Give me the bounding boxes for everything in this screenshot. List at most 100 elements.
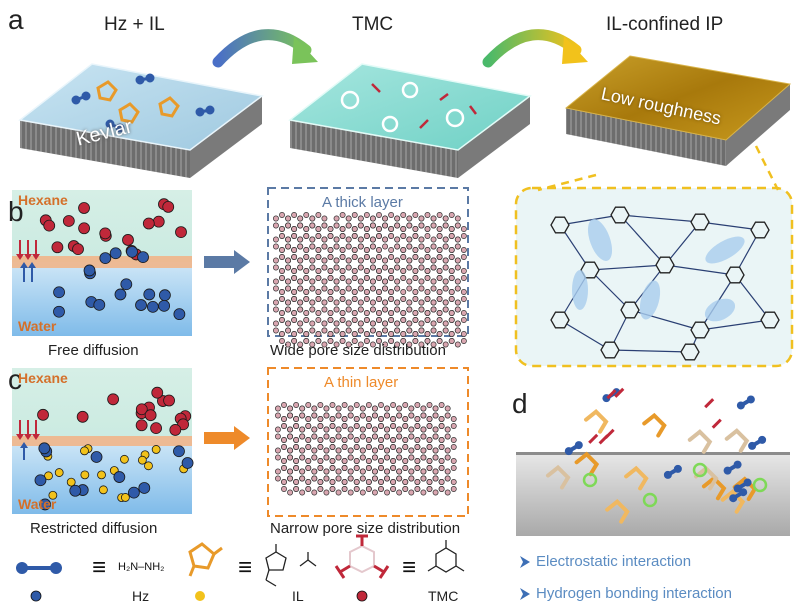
pore-node <box>345 320 352 327</box>
pore-node <box>382 327 389 334</box>
thick-pore-network <box>272 212 467 348</box>
pore-node <box>315 247 322 253</box>
pore-node <box>388 212 395 218</box>
pore-node <box>279 247 285 253</box>
pore-node <box>432 489 439 496</box>
il-dot <box>54 468 64 477</box>
pore-node <box>454 320 461 327</box>
pore-node <box>333 306 340 313</box>
tmc-fragment <box>711 418 722 429</box>
amide-link <box>664 221 701 266</box>
pore-node <box>408 489 415 496</box>
hz-dot <box>138 482 151 494</box>
pore-node <box>272 222 279 229</box>
pore-node <box>315 268 322 274</box>
hz-atom <box>736 401 745 410</box>
pore-node <box>400 226 407 232</box>
pore-node <box>442 257 449 264</box>
pore-node <box>444 489 451 496</box>
pore-node <box>311 405 318 412</box>
il-dot <box>120 454 129 464</box>
hz-dot <box>38 442 51 455</box>
il-dot <box>66 477 76 487</box>
pore-node <box>327 226 334 232</box>
pore-node <box>321 341 328 348</box>
pore-node <box>347 489 354 496</box>
pore-node <box>382 320 389 327</box>
pore-node <box>333 327 340 334</box>
pore-node <box>287 405 294 412</box>
pore-node <box>333 215 340 222</box>
pore-node <box>400 289 407 295</box>
amide-link <box>734 274 771 321</box>
pore-node <box>448 233 455 239</box>
pore-node <box>309 320 316 327</box>
pore-node <box>339 212 346 218</box>
amide-link <box>619 214 666 266</box>
legend-eq-il: ≡ <box>238 554 253 581</box>
pore-node <box>335 405 342 412</box>
pore-node <box>333 257 340 264</box>
pore-node <box>303 310 310 316</box>
pore-node <box>359 433 366 440</box>
panel-b-hz-dots <box>53 245 186 321</box>
pore-node <box>365 444 372 450</box>
tmc-rings <box>340 81 465 133</box>
hz-dot <box>135 299 147 311</box>
pore-node <box>339 268 346 274</box>
pore-node <box>412 233 419 239</box>
pore-node <box>412 310 419 316</box>
pore-node <box>400 247 407 253</box>
pore-node <box>317 402 324 408</box>
pore-node <box>414 444 421 450</box>
pore-node <box>323 412 330 419</box>
pore-node <box>363 275 370 281</box>
pore-node <box>299 468 306 475</box>
pore-node <box>424 317 431 323</box>
interaction-halo <box>752 477 768 493</box>
legend-eq-hz: ≡ <box>92 554 107 581</box>
pore-node <box>369 215 376 222</box>
pore-node <box>390 416 397 422</box>
pore-node <box>388 268 395 274</box>
pore-node <box>281 416 287 422</box>
pore-node <box>335 433 342 440</box>
pore-node <box>339 275 346 281</box>
pore-node <box>448 254 455 260</box>
pore-node <box>460 310 467 316</box>
tmc-dot <box>169 424 182 436</box>
pore-node <box>388 226 395 232</box>
pore-node <box>420 468 427 475</box>
hz-dot <box>69 484 82 497</box>
pore-node <box>357 222 364 229</box>
pore-node <box>412 331 419 337</box>
pore-ellipse <box>704 298 736 322</box>
pore-node <box>400 331 407 337</box>
pore-node <box>442 341 449 348</box>
pore-node <box>279 212 285 218</box>
pore-node <box>279 296 285 302</box>
pore-node <box>424 254 431 260</box>
pore-node <box>394 236 401 243</box>
pore-node <box>414 423 421 429</box>
panel-c-hz-dots <box>34 442 194 511</box>
pore-node <box>335 412 342 419</box>
pore-node <box>382 257 389 264</box>
pore-node <box>450 479 457 485</box>
panel-letter-d: d <box>512 388 528 419</box>
il-molecule <box>624 465 649 491</box>
pore-node <box>339 233 346 239</box>
pore-node <box>376 310 382 316</box>
hz-dot <box>53 286 65 299</box>
pore-node <box>438 486 445 492</box>
hz-dumbbells <box>71 73 215 133</box>
pore-node <box>450 458 457 464</box>
pore-node <box>418 222 425 229</box>
pore-node <box>382 299 389 306</box>
pore-node <box>365 416 372 422</box>
pore-node <box>436 226 443 232</box>
pore-node <box>444 447 451 454</box>
pore-node <box>450 444 457 450</box>
pore-node <box>396 405 403 412</box>
pore-node <box>460 317 467 323</box>
